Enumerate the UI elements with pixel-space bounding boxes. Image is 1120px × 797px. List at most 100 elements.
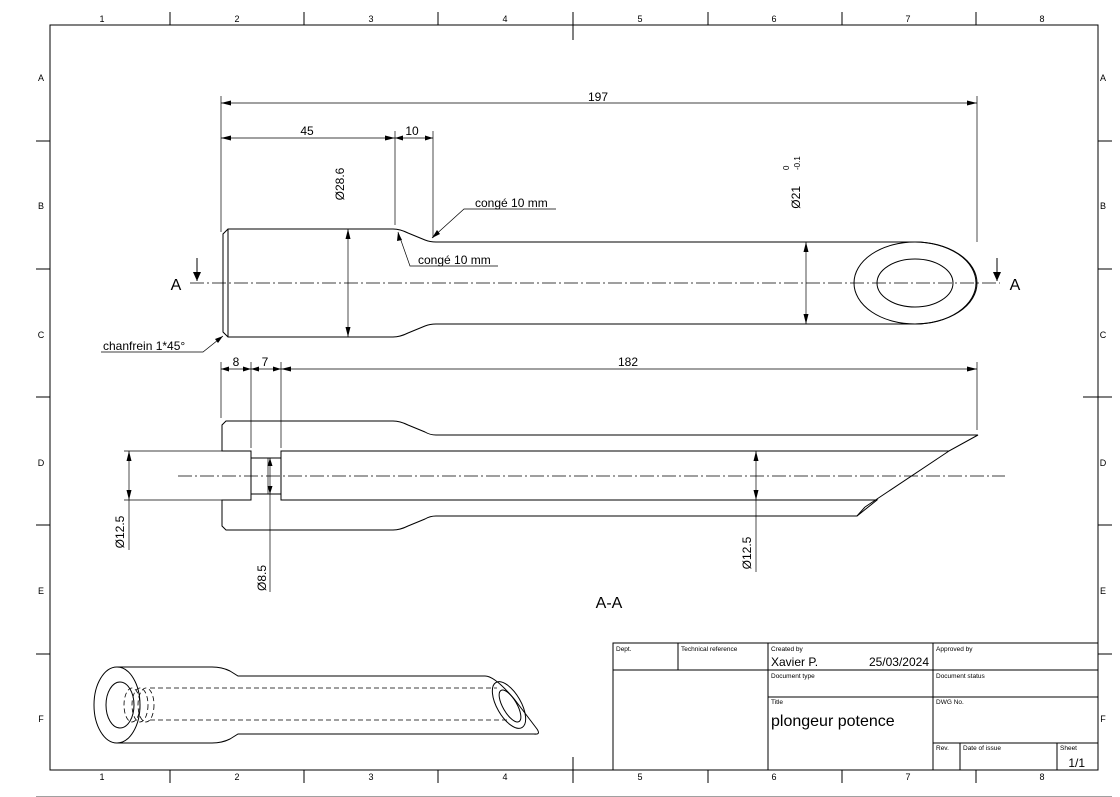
row-label-left: F <box>38 714 44 724</box>
dim-inner-bore-diameter: Ø12.5 <box>740 451 759 572</box>
tb-rev-label: Rev. <box>936 745 949 752</box>
section-marker-left: A <box>171 258 201 294</box>
fillet-text-1: congé 10 mm <box>475 196 548 210</box>
tb-created-by: Xavier P. <box>771 655 818 669</box>
row-label-right: A <box>1100 73 1106 83</box>
col-label-top: 3 <box>368 14 373 24</box>
row-label-right: F <box>1100 714 1106 724</box>
iso-hidden-step-3 <box>137 687 155 723</box>
section-letter-right: A <box>1010 277 1021 294</box>
tb-sheet-label: Sheet <box>1060 745 1077 752</box>
iso-bevel-inner <box>498 689 522 723</box>
dim-text-10: 10 <box>405 124 419 138</box>
dim-narrow-bore-diameter: Ø8.5 <box>255 458 273 592</box>
dim-text-d8: Ø8.5 <box>255 565 269 591</box>
section-bottom-wall <box>221 493 879 531</box>
row-label-right: E <box>1100 586 1106 596</box>
col-label-bottom: 4 <box>502 772 507 782</box>
leader-fillet-2: congé 10 mm <box>397 231 498 267</box>
iso-end-hole <box>105 681 135 729</box>
dim-text-8: 8 <box>233 355 240 369</box>
chamfer-text: chanfrein 1*45° <box>103 339 185 353</box>
section-view: 8 7 182 Ø12.5 Ø8.5 Ø12.5 A-A <box>113 355 1005 612</box>
dim-shaft-diameter: Ø21 0 -0.1 <box>782 156 809 324</box>
row-label-left: E <box>38 586 44 596</box>
tb-dept-label: Dept. <box>616 646 632 653</box>
dim-overall-length: 197 <box>220 90 978 242</box>
front-view-outline <box>222 228 978 338</box>
tb-title-label: Title <box>771 699 783 706</box>
bevel-cut <box>864 450 950 508</box>
iso-bevel-outer <box>491 681 527 729</box>
fillet-text-2: congé 10 mm <box>418 253 491 267</box>
dim-text-182: 182 <box>618 355 638 369</box>
section-letter-left: A <box>171 277 182 294</box>
tb-tech-ref-label: Technical reference <box>681 646 738 653</box>
col-label-bottom: 5 <box>637 772 642 782</box>
iso-bevel-tip <box>484 675 539 735</box>
leader-chamfer: chanfrein 1*45° <box>101 335 224 353</box>
col-label-bottom: 7 <box>905 772 910 782</box>
col-label-top: 8 <box>1039 14 1044 24</box>
tb-date-issue-label: Date of issue <box>963 745 1001 752</box>
section-marker-right: A <box>993 258 1021 294</box>
front-view: A A 197 45 10 <box>101 90 1021 353</box>
iso-end-face <box>93 666 141 744</box>
col-label-bottom: 3 <box>368 772 373 782</box>
iso-hidden-step-2 <box>123 687 141 723</box>
dim-text-d28: Ø28.6 <box>333 167 347 200</box>
dim-head-diameter: Ø28.6 <box>333 167 351 337</box>
tb-doc-status-label: Document status <box>936 673 986 680</box>
dim-tol-lower: -0.1 <box>793 156 802 170</box>
iso-hidden-step-1 <box>131 687 149 723</box>
col-label-top: 2 <box>234 14 239 24</box>
row-label-right: D <box>1100 458 1107 468</box>
sheet-frame <box>36 12 1112 797</box>
col-label-top: 6 <box>771 14 776 24</box>
iso-body <box>117 666 536 744</box>
right-zone-ticks <box>1083 140 1112 655</box>
dim-text-197: 197 <box>588 90 608 104</box>
col-label-top: 5 <box>637 14 642 24</box>
isometric-view <box>93 666 539 744</box>
dim-tol-upper: 0 <box>782 165 791 170</box>
tb-created-date: 25/03/2024 <box>869 655 929 669</box>
dim-head-length: 45 <box>221 124 396 225</box>
col-label-bottom: 2 <box>234 772 239 782</box>
dim-transition-length: 10 <box>395 124 434 238</box>
dim-text-d21: Ø21 <box>789 186 803 209</box>
row-label-left: B <box>38 201 44 211</box>
dim-text-d12-left: Ø12.5 <box>113 515 127 548</box>
title-block: Dept. Technical reference Created by App… <box>612 642 1099 771</box>
col-label-bottom: 1 <box>99 772 104 782</box>
row-label-left: A <box>38 73 44 83</box>
tb-dwg-no-label: DWG No. <box>936 699 964 706</box>
col-label-top: 1 <box>99 14 104 24</box>
section-title: A-A <box>596 595 623 612</box>
left-zone-ticks <box>36 140 50 655</box>
tb-doc-type-label: Document type <box>771 673 815 680</box>
dim-text-7: 7 <box>262 355 269 369</box>
row-label-right: B <box>1100 201 1106 211</box>
row-label-left: D <box>38 458 45 468</box>
dim-section-top: 8 7 182 <box>220 355 978 448</box>
row-label-right: C <box>1100 330 1107 340</box>
tb-created-by-label: Created by <box>771 646 804 653</box>
col-label-top: 4 <box>502 14 507 24</box>
col-label-bottom: 8 <box>1039 772 1044 782</box>
dim-outer-bore-diameter: Ø12.5 <box>113 450 222 550</box>
bevel-tip <box>856 506 866 517</box>
section-top-wall <box>221 420 979 459</box>
bottom-zone-ticks <box>169 757 977 783</box>
tb-approved-by-label: Approved by <box>936 646 973 653</box>
dim-text-d12-right: Ø12.5 <box>740 536 754 569</box>
tb-sheet: 1/1 <box>1068 756 1085 770</box>
col-label-top: 7 <box>905 14 910 24</box>
leader-fillet-1: congé 10 mm <box>431 196 556 239</box>
top-zone-ticks <box>169 12 977 40</box>
zone-labels: 1 2 3 4 5 6 7 8 1 2 3 4 5 6 7 8 A B C D … <box>38 14 1107 782</box>
dim-text-45: 45 <box>300 124 314 138</box>
row-label-left: C <box>38 330 45 340</box>
tb-title: plongeur potence <box>771 713 895 730</box>
